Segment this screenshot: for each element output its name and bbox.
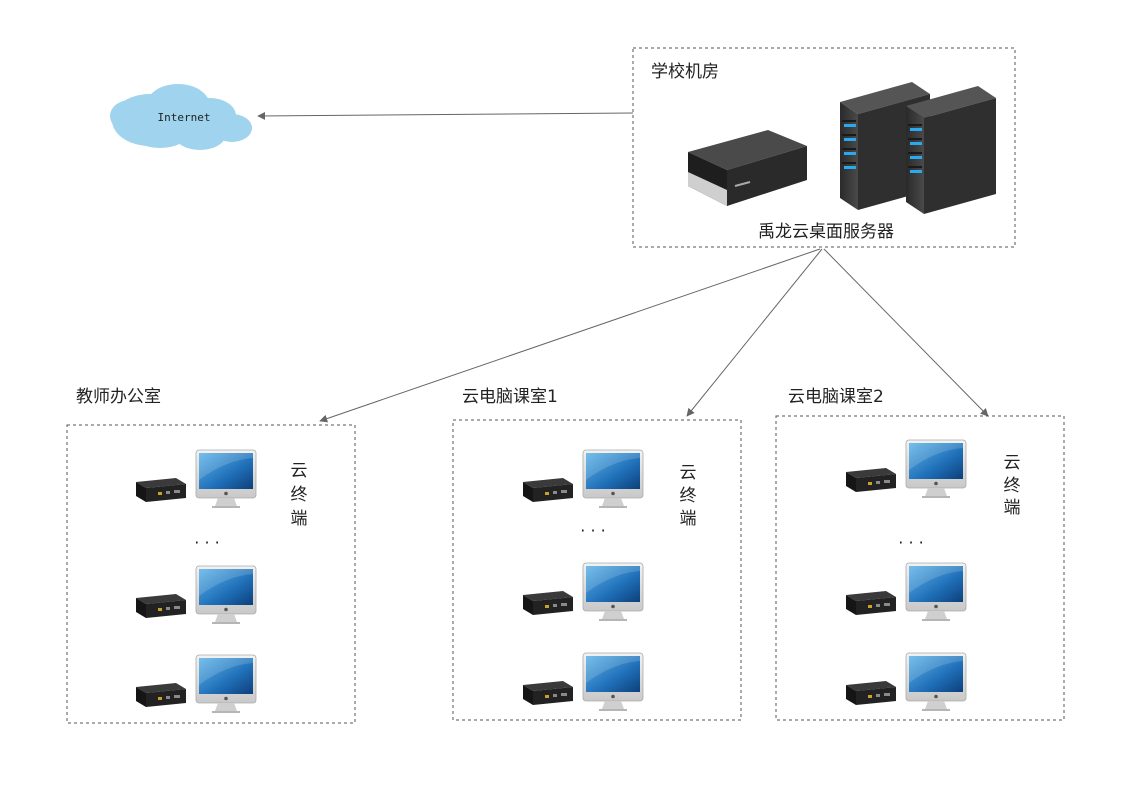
ellipsis: · · · (194, 533, 219, 552)
internet-cloud-icon (110, 84, 252, 150)
cloud-terminal-icon (522, 562, 644, 622)
ellipsis: · · · (580, 521, 605, 540)
group-box-classroom2 (775, 415, 1065, 721)
terminal-label-char: 云 (680, 463, 697, 483)
terminal-label-char: 云 (1004, 453, 1021, 473)
cloud-terminal-icon (845, 439, 967, 499)
cloud-terminal-icon (135, 565, 257, 625)
ellipsis: · · · (898, 533, 923, 552)
cloud-terminal-icon (845, 652, 967, 712)
server-caption: 禹龙云桌面服务器 (758, 222, 894, 242)
cloud-terminal-icon (135, 654, 257, 714)
link-server-classroom1 (686, 248, 823, 417)
link-server-office (319, 248, 821, 423)
cloud-terminal-icon (845, 562, 967, 622)
group-title-classroom1: 云电脑课室1 (462, 387, 558, 407)
tower-server-icon (906, 86, 996, 214)
terminal-label-char: 云 (291, 461, 308, 481)
terminal-label-char: 终 (1004, 476, 1021, 496)
cloud-terminal-icon (522, 449, 644, 509)
rack-server-icon (688, 130, 807, 206)
terminal-label-char: 端 (1004, 498, 1021, 518)
link-server-internet (257, 111, 634, 120)
group-box-office (66, 424, 356, 724)
server-room-title: 学校机房 (651, 62, 719, 82)
terminal-label-char: 终 (680, 486, 697, 506)
internet-label: Internet (158, 111, 211, 124)
terminal-label-char: 端 (291, 509, 308, 529)
terminal-label-char: 端 (680, 509, 697, 529)
cloud-terminal-icon (522, 652, 644, 712)
group-title-classroom2: 云电脑课室2 (788, 387, 884, 407)
cloud-terminal-icon (135, 449, 257, 509)
link-server-classroom2 (823, 248, 989, 417)
group-box-classroom1 (452, 419, 742, 721)
group-title-office: 教师办公室 (76, 387, 161, 407)
server-room-box (632, 47, 1016, 248)
terminal-label-char: 终 (291, 485, 308, 505)
